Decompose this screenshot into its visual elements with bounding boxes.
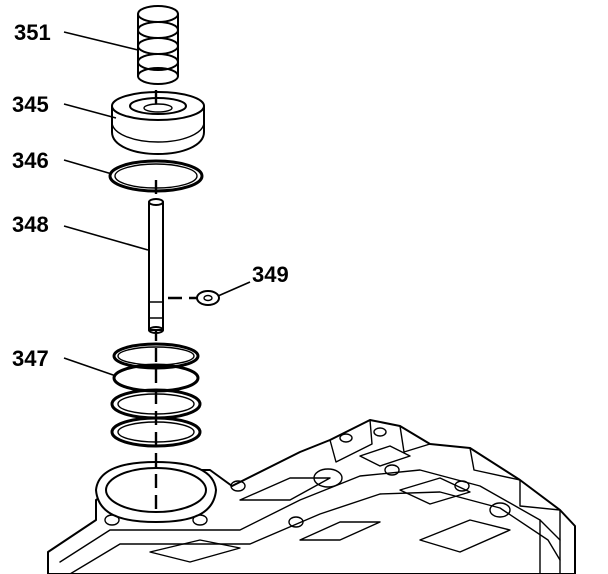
callout-345: 345 bbox=[12, 92, 49, 117]
leader-348 bbox=[63, 225, 149, 251]
leader-347 bbox=[63, 357, 117, 377]
callout-346: 346 bbox=[12, 148, 49, 173]
part-345-piston bbox=[111, 90, 205, 155]
leader-lines bbox=[63, 31, 251, 377]
callout-349: 349 bbox=[252, 262, 289, 287]
callout-348: 348 bbox=[12, 212, 49, 237]
part-347-spring bbox=[110, 342, 202, 448]
callout-347: 347 bbox=[12, 346, 49, 371]
leader-349 bbox=[217, 281, 251, 297]
leader-346 bbox=[63, 159, 113, 175]
part-346-o-ring bbox=[108, 159, 204, 193]
leader-345 bbox=[63, 103, 117, 119]
valve-body bbox=[47, 419, 576, 574]
part-349-clip bbox=[168, 290, 220, 306]
part-348-pin bbox=[148, 198, 164, 334]
part-351-spring bbox=[137, 5, 179, 85]
callout-351: 351 bbox=[14, 20, 51, 45]
leader-351 bbox=[63, 31, 139, 51]
